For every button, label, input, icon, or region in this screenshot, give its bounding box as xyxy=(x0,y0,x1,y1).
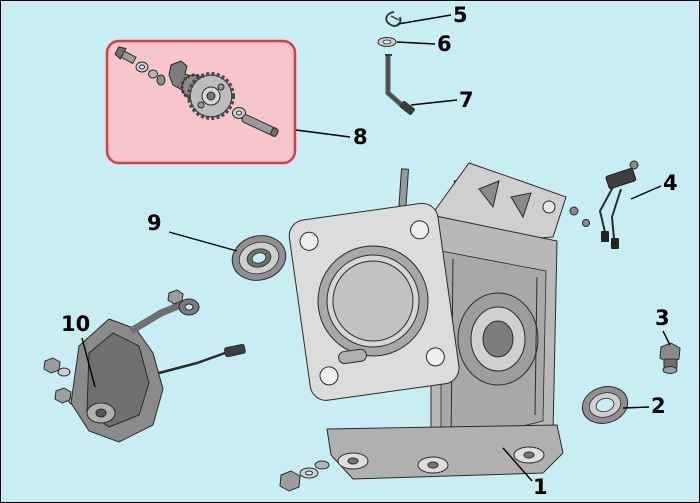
callout-5[interactable]: 5 xyxy=(453,3,468,27)
callout-1[interactable]: 1 xyxy=(533,475,548,499)
callout-7[interactable]: 7 xyxy=(459,88,474,112)
callout-9[interactable]: 9 xyxy=(147,211,162,235)
oil-seal-left-part xyxy=(231,235,287,281)
ignition-coil-part xyxy=(43,289,246,443)
callout-4[interactable]: 4 xyxy=(663,171,678,195)
leader-lines xyxy=(81,14,671,482)
rod-part xyxy=(385,54,415,115)
coil-bolt-1 xyxy=(43,357,71,377)
callout-2[interactable]: 2 xyxy=(651,394,666,418)
callout-8[interactable]: 8 xyxy=(353,125,368,149)
crankcase-part xyxy=(288,162,590,480)
camshaft-assembly-part xyxy=(114,46,279,137)
washer-part xyxy=(377,37,397,47)
callout-3[interactable]: 3 xyxy=(655,306,670,330)
callout-10[interactable]: 10 xyxy=(61,312,91,336)
oil-seal-right-part xyxy=(581,386,629,424)
plug-bolt-part xyxy=(659,342,681,374)
switch-wires-part xyxy=(598,160,639,249)
callout-6[interactable]: 6 xyxy=(437,32,452,56)
pin-clip-part xyxy=(385,11,402,27)
drain-bolt-part xyxy=(279,460,330,492)
